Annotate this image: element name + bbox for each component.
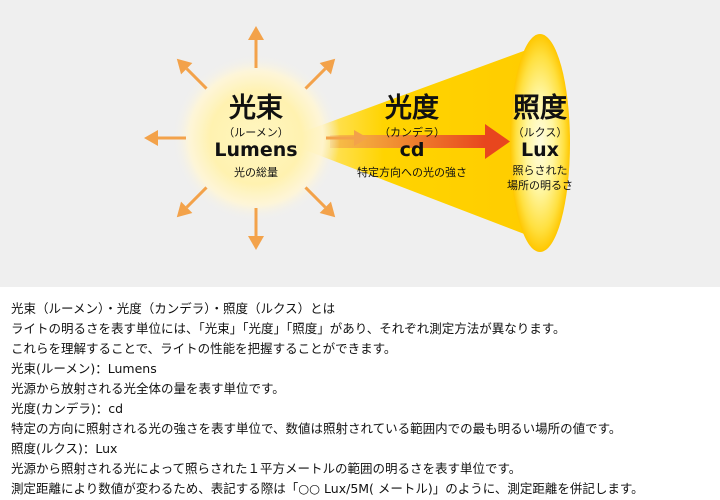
notes-line: 特定の方向に照射される光の強さを表す単位で、数値は照射されている範囲内での最も明… xyxy=(11,421,622,436)
ray-arrowhead-icon xyxy=(248,26,264,40)
ray-shaft xyxy=(304,186,327,209)
lux-description-line2: 場所の明るさ xyxy=(507,179,573,192)
lumens-kana: （ルーメン） xyxy=(223,126,289,139)
radiating-arrows xyxy=(144,26,368,250)
light-units-diagram: 光束 （ルーメン） Lumens 光の総量 光度 （カンデラ） cd 特定方向へ… xyxy=(0,0,720,287)
diagram-graphics xyxy=(144,26,570,252)
candela-kana: （カンデラ） xyxy=(379,126,445,139)
ray-arrowhead-icon xyxy=(144,130,158,146)
notes-line: これらを理解することで、ライトの性能を把握することができます。 xyxy=(11,341,397,356)
lux-english: Lux xyxy=(521,139,559,161)
ray-shaft xyxy=(304,67,327,90)
ray-arrowhead-icon xyxy=(176,201,193,218)
lumens-kanji: 光束 xyxy=(229,93,283,124)
lux-kanji: 照度 xyxy=(513,93,567,124)
lux-description-line1: 照らされた xyxy=(512,164,568,177)
ray-arrowhead-icon xyxy=(319,201,336,218)
lumens-english: Lumens xyxy=(214,139,298,161)
candela-kanji: 光度 xyxy=(385,93,439,124)
notes-line: 照度(ルクス)：Lux xyxy=(11,441,118,456)
lumens-description: 光の総量 xyxy=(234,166,278,179)
ray-arrowhead-icon xyxy=(354,130,368,146)
notes-line: 光束（ルーメン）・光度（カンデラ）・照度（ルクス）とは xyxy=(11,301,336,316)
lux-kana: （ルクス） xyxy=(512,126,568,139)
candela-description: 特定方向への光の強さ xyxy=(357,166,467,179)
ray-arrowhead-icon xyxy=(319,58,336,75)
ray-shaft xyxy=(185,186,208,209)
notes-line: ライトの明るさを表す単位には、「光束」「光度」「照度」があり、それぞれ測定方法が… xyxy=(11,321,566,336)
ray-shaft xyxy=(185,67,208,90)
lux-ellipse xyxy=(510,34,570,252)
direction-arrow-icon xyxy=(330,124,510,159)
notes-line: 測定距離により数値が変わるため、表記する際は「○○ Lux/5M( メートル)」… xyxy=(11,481,644,496)
candela-english: cd xyxy=(399,139,425,161)
ray-arrowhead-icon xyxy=(176,58,193,75)
light-source-glow xyxy=(172,54,340,222)
ray-arrowhead-icon xyxy=(248,236,264,250)
notes-line: 光源から放射される光全体の量を表す単位です。 xyxy=(11,381,285,396)
notes-line: 光束(ルーメン)：Lumens xyxy=(11,361,157,376)
notes-line: 光度(カンデラ)：cd xyxy=(11,401,124,416)
explanation-text: 光束（ルーメン）・光度（カンデラ）・照度（ルクス）とは ライトの明るさを表す単位… xyxy=(11,299,711,499)
notes-line: 光源から照射される光によって照らされた１平方メートルの範囲の明るさを表す単位です… xyxy=(11,461,522,476)
